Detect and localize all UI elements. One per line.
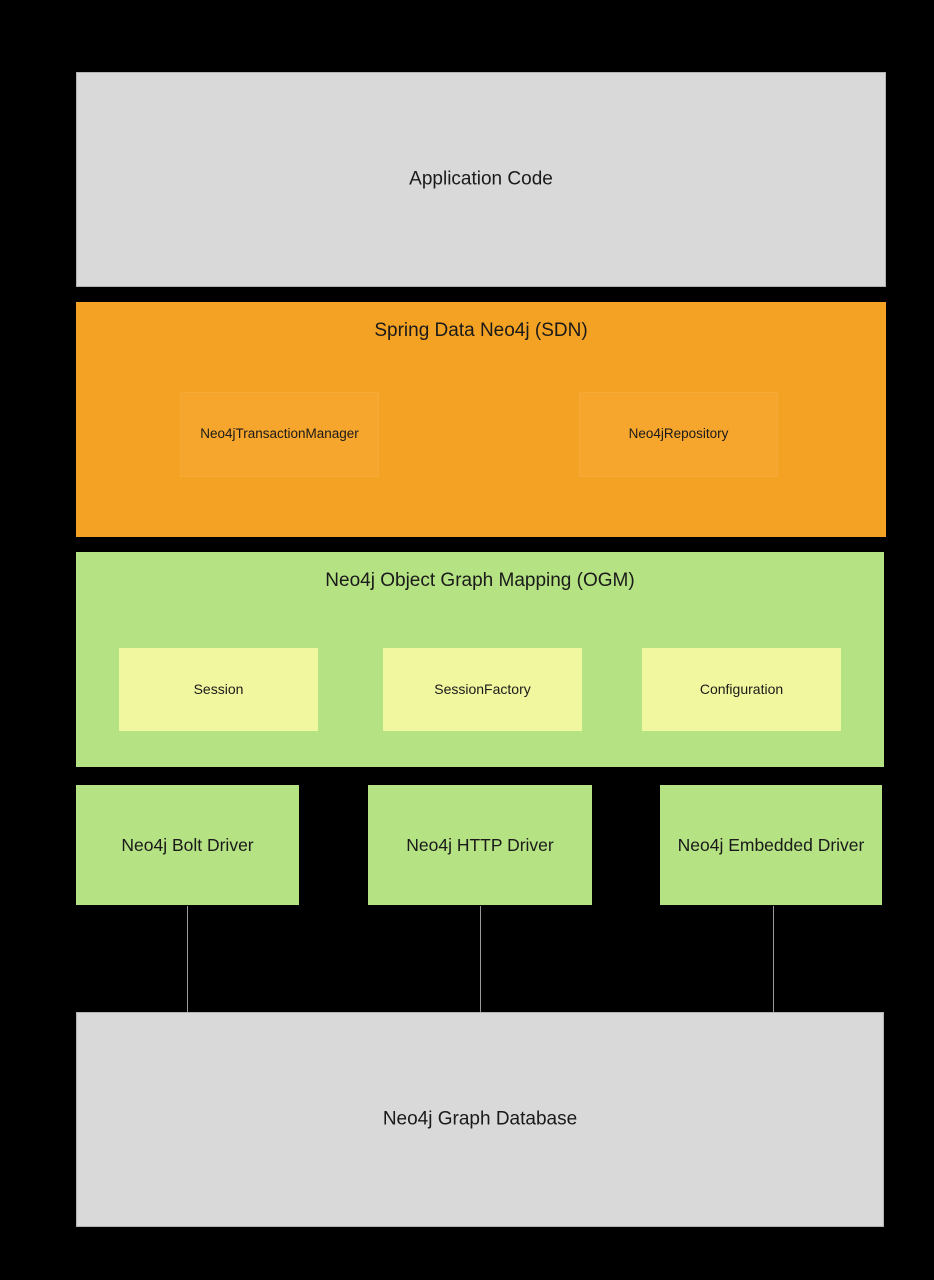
layer-spring-data-neo4j[interactable]: Spring Data Neo4j (SDN) Neo4jTransaction… [76,302,886,537]
driver-label: Neo4j HTTP Driver [406,834,554,855]
layer-neo4j-ogm[interactable]: Neo4j Object Graph Mapping (OGM) Session… [76,552,884,767]
component-neo4j-repository[interactable]: Neo4jRepository [579,392,778,477]
neo4j-graph-database-label: Neo4j Graph Database [382,1108,578,1130]
component-label: Session [193,681,244,698]
component-session[interactable]: Session [119,648,318,731]
layer-neo4j-graph-database[interactable]: Neo4j Graph Database [76,1012,884,1227]
connector-line-embedded-to-database [773,906,774,1012]
driver-neo4j-bolt[interactable]: Neo4j Bolt Driver [76,785,299,905]
neo4j-ogm-title: Neo4j Object Graph Mapping (OGM) [325,570,635,591]
driver-neo4j-embedded[interactable]: Neo4j Embedded Driver [660,785,882,905]
component-session-factory[interactable]: SessionFactory [383,648,582,731]
driver-label: Neo4j Bolt Driver [121,834,254,855]
layer-application-code[interactable]: Application Code [76,72,886,287]
connector-line-bolt-to-database [187,906,188,1012]
driver-neo4j-http[interactable]: Neo4j HTTP Driver [368,785,592,905]
component-neo4j-transaction-manager[interactable]: Neo4jTransactionManager [180,392,379,477]
application-code-label: Application Code [409,168,553,190]
component-label: SessionFactory [434,681,531,698]
component-label: Neo4jRepository [628,426,729,442]
component-label: Configuration [699,681,784,698]
component-configuration[interactable]: Configuration [642,648,841,731]
component-label: Neo4jTransactionManager [200,426,359,442]
spring-data-neo4j-title: Spring Data Neo4j (SDN) [374,320,588,341]
driver-label: Neo4j Embedded Driver [677,834,865,855]
connector-line-http-to-database [480,906,481,1012]
